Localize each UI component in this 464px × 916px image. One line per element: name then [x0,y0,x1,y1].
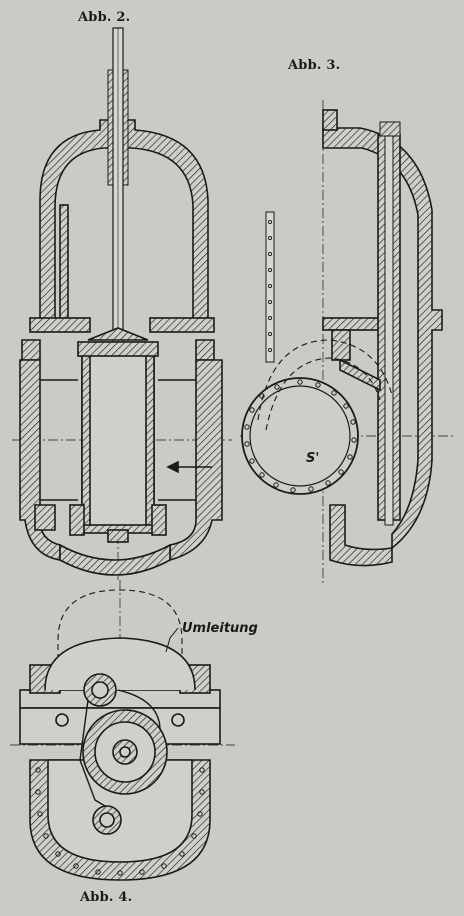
figure-3-label: Abb. 3. [288,58,341,73]
figure-3-seat-label: S' [306,451,319,466]
figure-3-rack-teeth [267,219,273,353]
figure-4-bypass-label: Umleitung [182,621,258,636]
figure-2-label: Abb. 2. [78,10,131,25]
figure-2-section-drawing [12,27,232,580]
figure-3-bolt-circle [244,379,357,493]
figure-4-label: Abb. 4. [80,890,133,905]
figure-4-bolt-circle [35,767,205,876]
figure-3-section-drawing: S' [240,100,455,585]
figure-4-plan-drawing: Umleitung [10,580,258,881]
